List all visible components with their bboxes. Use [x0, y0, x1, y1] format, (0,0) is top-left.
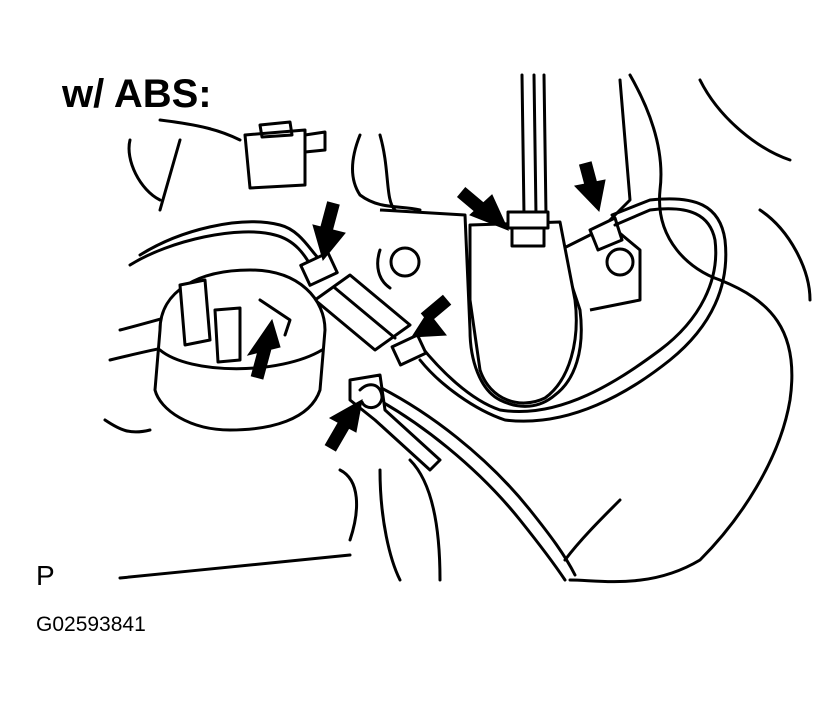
reservoir-cap [243, 120, 327, 190]
callout-arrows [246, 161, 606, 452]
arrow-middle-union [411, 294, 452, 338]
diagram-title: w/ ABS: [62, 72, 212, 116]
left-canister [153, 268, 327, 432]
view-code-label: P [36, 560, 55, 591]
union-block [299, 251, 428, 367]
arrow-master-cylinder-top [456, 187, 509, 231]
arrow-left-clip [246, 318, 281, 380]
master-cylinder [376, 78, 642, 408]
arrow-right-fitting [574, 161, 606, 213]
arrow-upper-left-union [312, 201, 346, 262]
top-fitting [506, 210, 550, 248]
line-bracket [348, 373, 442, 472]
figure-id-label: G02593841 [36, 613, 146, 636]
upper-brake-lines [520, 73, 548, 217]
arrow-lower-clip [324, 399, 363, 452]
